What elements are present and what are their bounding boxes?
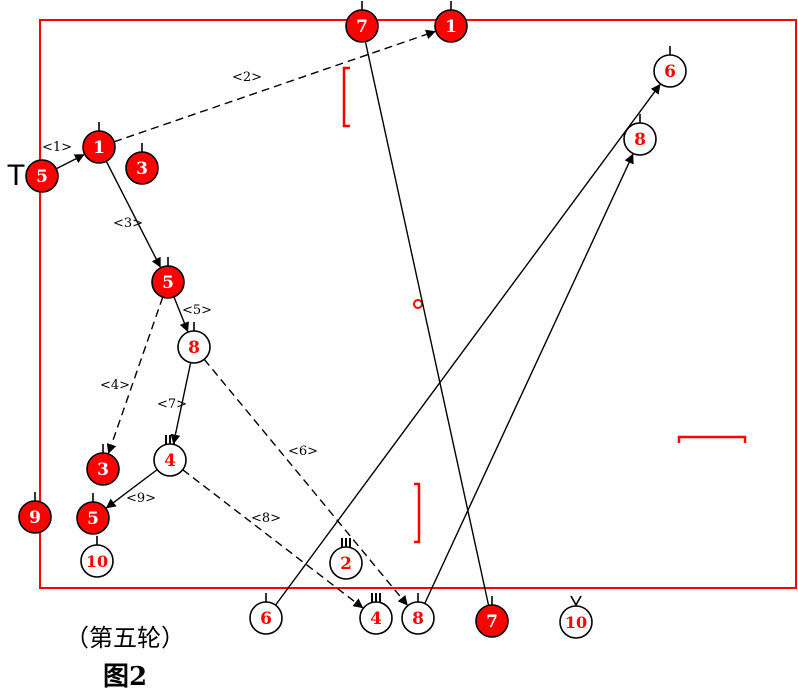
player-number: 8 (188, 338, 200, 358)
orientation-vee (570, 595, 582, 607)
move-line-m8 (182, 469, 364, 609)
player-number: 5 (36, 167, 48, 187)
player-number: 8 (634, 130, 646, 150)
players: 7 1 6 8 1 5 3 5 8 4 3 9 5 10 2 6 4 8 7 10 (18, 1, 687, 639)
move-lines (55, 29, 661, 609)
player-p9: 9 (18, 492, 52, 534)
player-number: 10 (565, 613, 587, 632)
player-p5b: 5 (151, 257, 185, 299)
player-number: 4 (370, 609, 382, 629)
field-boundary (39, 19, 797, 589)
move-labels: <1> <2> <3> <4> <5> <6> <7> <8> <9> (42, 70, 318, 526)
tee-mark: T (7, 159, 25, 192)
player-p4b: 4 (359, 593, 393, 635)
side-goal-bracket (677, 435, 747, 443)
move-line-m10 (364, 42, 490, 606)
player-number: 4 (164, 451, 176, 471)
move-line-m9 (105, 469, 158, 509)
player-p7a: 7 (345, 1, 379, 43)
player-p5a: 5 (25, 159, 59, 193)
player-p6a: 6 (653, 46, 687, 88)
player-number: 2 (340, 554, 352, 574)
move-line-m6 (203, 358, 408, 606)
right-goal-bracket (414, 482, 421, 544)
player-number: 9 (29, 508, 41, 528)
player-number: 3 (97, 460, 109, 480)
player-p8c: 8 (401, 593, 435, 635)
move-label-m3: <3> (113, 216, 143, 231)
move-line-m12 (424, 153, 634, 604)
player-number: 3 (136, 159, 148, 179)
move-label-m2: <2> (232, 70, 262, 85)
move-label-m8: <8> (251, 511, 281, 526)
move-label-m6: <6> (288, 444, 318, 459)
player-p1b: 1 (82, 122, 116, 164)
player-number: 7 (356, 17, 368, 37)
left-goal-bracket (342, 66, 350, 128)
player-p8b: 8 (177, 322, 211, 364)
move-label-m9: <9> (126, 491, 156, 506)
player-number: 1 (445, 17, 457, 37)
player-p10a: 10 (80, 536, 114, 578)
player-number: 5 (162, 273, 174, 293)
move-line-m4 (106, 296, 164, 454)
player-number: 5 (87, 509, 99, 529)
move-line-m11 (274, 83, 661, 606)
player-p7b: 7 (475, 596, 509, 638)
player-disc (25, 159, 59, 193)
player-p1a: 1 (434, 1, 468, 43)
center-spot (413, 299, 423, 309)
move-line-m7 (170, 362, 192, 445)
player-p10b: 10 (559, 595, 593, 639)
player-p8a: 8 (623, 114, 657, 156)
move-line-m1 (55, 154, 85, 170)
player-number: 7 (486, 612, 498, 632)
player-p5c: 5 (76, 493, 110, 535)
player-p6b: 6 (249, 593, 283, 635)
move-label-m1: <1> (42, 140, 72, 155)
move-label-m5: <5> (182, 303, 212, 318)
player-number: 1 (93, 138, 105, 158)
player-number: 8 (412, 609, 424, 629)
player-number: 6 (664, 62, 676, 82)
player-p2: 2 (329, 538, 363, 580)
player-p4a: 4 (153, 435, 187, 477)
round-caption: （第五轮） (65, 624, 185, 652)
player-number: 10 (86, 552, 108, 571)
move-line-m2 (113, 29, 436, 143)
move-line-m3 (105, 160, 161, 268)
player-p3a: 3 (125, 143, 159, 185)
player-p3b: 3 (86, 444, 120, 486)
figure-caption: 图2 (102, 662, 148, 692)
move-line-m5 (173, 296, 189, 333)
player-number: 6 (260, 609, 272, 629)
move-label-m4: <4> (100, 378, 130, 393)
move-label-m7: <7> (157, 397, 187, 412)
